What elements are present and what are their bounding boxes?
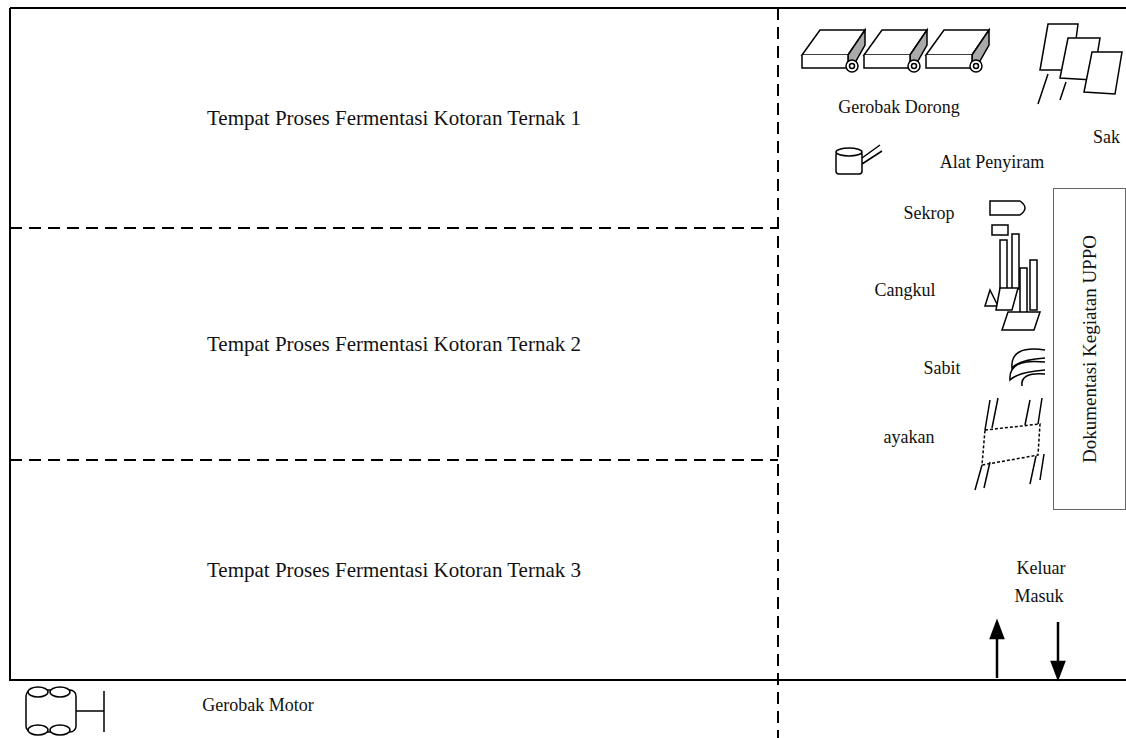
shovel-icon: [990, 201, 1025, 215]
building-outline: [10, 8, 1126, 680]
motor-cart-icon: [26, 687, 104, 735]
tool-label: Sekrop: [902, 203, 957, 224]
sieve-icon: [975, 398, 1044, 490]
partition-line: [10, 227, 778, 229]
tool-label: ayakan: [882, 427, 937, 448]
entry-exit-arrow: [991, 622, 1064, 678]
tool-label: Sabit: [921, 358, 962, 379]
entry-label: Masuk: [1013, 586, 1066, 607]
partition-line: [10, 459, 778, 461]
area-title: Tempat Proses Fermentasi Kotoran Ternak …: [207, 106, 581, 131]
hoe-icon: [985, 225, 1040, 330]
vehicle-label: Gerobak Motor: [200, 695, 315, 716]
wheelbarrow-icon: [802, 30, 989, 72]
sickle-icon: [1010, 349, 1045, 386]
tool-label: Cangkul: [873, 280, 938, 301]
watering-can-icon: [836, 145, 882, 174]
area-title: Dokumentasi Kegiatan UPPO: [1079, 235, 1101, 463]
fermentation-area: Tempat Proses Fermentasi Kotoran Ternak …: [12, 10, 776, 226]
area-title: Tempat Proses Fermentasi Kotoran Ternak …: [207, 332, 581, 357]
area-title: Tempat Proses Fermentasi Kotoran Ternak …: [207, 558, 581, 583]
documentation-board: Dokumentasi Kegiatan UPPO: [1053, 188, 1126, 510]
tool-label: Alat Penyiram: [938, 152, 1046, 173]
tool-label: Gerobak Dorong: [836, 97, 961, 118]
sack-icon: [1038, 24, 1122, 104]
tool-label: Sak: [1091, 127, 1122, 148]
fermentation-area: Tempat Proses Fermentasi Kotoran Ternak …: [12, 230, 776, 458]
fermentation-area: Tempat Proses Fermentasi Kotoran Ternak …: [12, 462, 776, 678]
partition-line: [777, 8, 779, 738]
exit-label: Keluar: [1015, 558, 1068, 579]
